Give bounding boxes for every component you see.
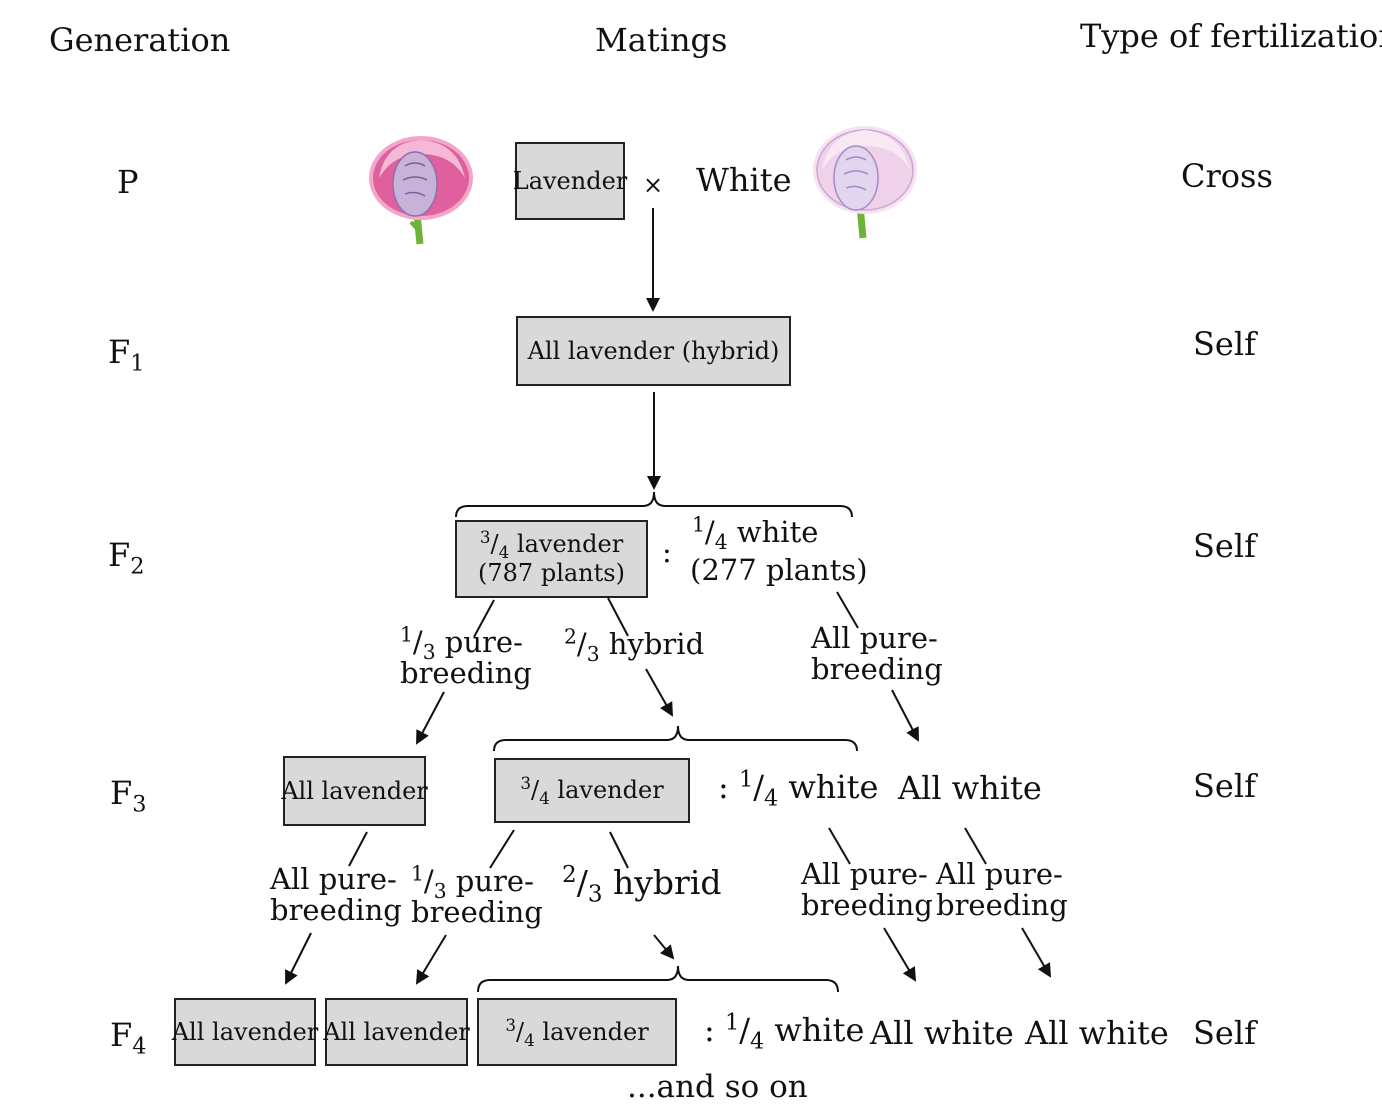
brace-f2 [455,491,853,518]
branch-arrow-f3-b [415,934,447,985]
branch-arrow-f3-d [883,927,917,982]
branch-line-f3-b-top [489,829,515,869]
lavender-flower-icon [369,136,473,245]
branch-line-f2-white-top [836,591,859,629]
box-f2-three-quarters-lavender: 3/4 lavender (787 plants) [455,520,648,598]
f2-white-fraction: 1/4 white [692,512,819,554]
fertilization-f4: Self [1193,1014,1256,1052]
and-so-on: ...and so on [627,1069,808,1105]
f3-white-fraction: : 1/4 white [718,766,879,812]
box-f4-three-quarters-lavender: 3/4 lavender [477,998,677,1066]
generation-label-f1: F1 [108,333,145,377]
label-p-white: White [696,161,792,199]
f2-branch-white-pure-breeding: All pure-breeding [811,621,943,687]
f2-white-count: (277 plants) [690,553,868,587]
brace-f3 [493,725,858,752]
f4-all-white-1: All white [870,1014,1014,1052]
header-generation: Generation [49,21,231,59]
f2-lavender-fraction: 3/4 lavender [479,527,624,562]
f3-branch-c: 2/3 hybrid [562,862,722,908]
box-f1-all-lavender-hybrid: All lavender (hybrid) [516,316,791,386]
branch-line-f3-a-top [348,831,368,867]
fertilization-f2: Self [1193,527,1256,565]
box-f4-all-lavender-2: All lavender [323,998,470,1066]
branch-arrow-f2-white [891,689,919,742]
branch-line-f3-d-top [828,827,851,865]
branch-line-f3-c-top [609,831,629,869]
f3-branch-d: All pure-breeding [801,857,933,923]
branch-arrow-f2-hybrid [645,668,673,717]
header-type-of-fertilization: Type of fertilization [1080,17,1382,55]
generation-label-f4: F4 [110,1016,147,1060]
branch-arrow-f3-c [653,934,675,960]
branch-arrow-f3-e [1021,927,1052,978]
f4-white-fraction: : 1/4 white [704,1009,865,1055]
f2-branch-hybrid: 2/3 hybrid [564,624,705,666]
f2-lavender-count: (787 plants) [478,559,625,587]
box-f3-all-lavender: All lavender [281,756,428,826]
branch-arrow-f2-pure [416,691,445,745]
generation-sub-f1: 1 [130,350,145,377]
box-f3-three-quarters-lavender: 3/4 lavender [494,758,690,823]
f2-ratio-colon: : [662,535,672,569]
branch-line-f2-pure-top [473,599,495,638]
branch-arrow-f3-a [285,932,312,985]
f4-all-white-2: All white [1025,1014,1169,1052]
f3-branch-b: 1/3 pure-breeding [411,861,543,930]
generation-label-p: P [117,163,139,201]
generation-label-f3: F3 [110,774,147,818]
cross-symbol: × [643,171,664,199]
f3-branch-a: All pure-breeding [270,862,402,928]
generation-sub-f2: 2 [130,553,145,580]
fertilization-f3: Self [1193,767,1256,805]
box-f4-all-lavender-1: All lavender [172,998,318,1066]
fertilization-f1: Self [1193,325,1256,363]
generation-sub-f4: 4 [132,1033,147,1060]
brace-f4 [477,965,839,993]
generation-label-f2: F2 [108,536,145,580]
white-flower-icon [813,126,917,239]
fertilization-p: Cross [1181,157,1273,195]
header-matings: Matings [595,21,728,59]
f3-all-white: All white [898,769,1042,807]
generation-sub-f3: 3 [132,791,147,818]
f2-branch-pure-breeding: 1/3 pure-breeding [400,622,532,691]
branch-line-f2-hybrid-top [607,597,629,637]
branch-line-f3-e-top [964,827,987,865]
f3-branch-e: All pure-breeding [936,857,1068,923]
box-p-lavender: Lavender [513,142,627,220]
